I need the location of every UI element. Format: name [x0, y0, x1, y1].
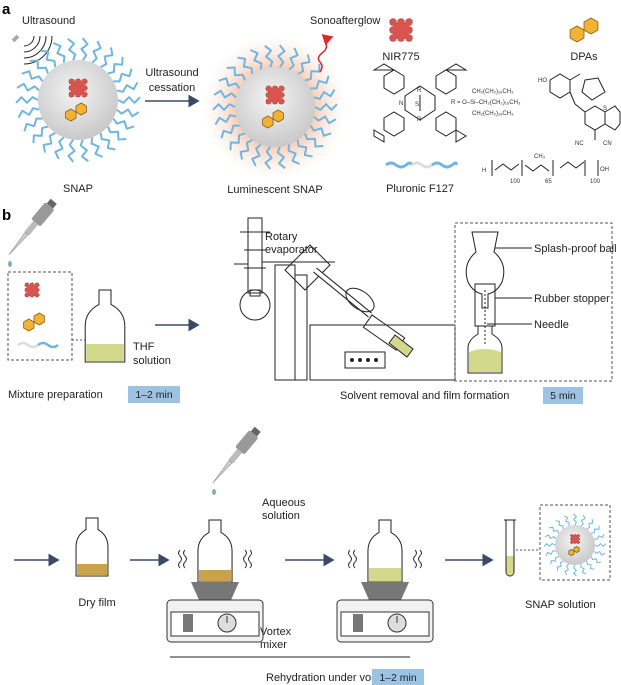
rubber-stopper-label: Rubber stopper: [534, 293, 610, 305]
aqueous-label-1: Aqueous: [262, 497, 306, 509]
dpa-cn: CN: [603, 141, 612, 147]
polymer-ch3: CH₃: [534, 154, 546, 160]
test-tube-icon: [504, 519, 516, 577]
snap-detail-box: [539, 504, 611, 581]
solvent-time-badge: [543, 387, 583, 404]
polymer-oh: OH: [600, 167, 609, 173]
nir775-icon: [389, 18, 413, 42]
pluronic-chain-icon: [385, 161, 458, 169]
dpa-icon: [569, 17, 599, 43]
dry-film-bottle: [75, 517, 109, 577]
vortex-label-1: Vortex: [260, 626, 292, 638]
emission-arrow-icon: [317, 34, 334, 73]
pipette-icon: [212, 426, 261, 495]
luminescent-snap-label: Luminescent SNAP: [227, 184, 322, 196]
thf-label-1: THF: [133, 341, 155, 353]
splash-proof-ball-label: Splash-proof ball: [534, 243, 617, 255]
vortex-label-2: mixer: [260, 639, 287, 651]
dpas-label: DPAs: [570, 51, 598, 63]
pc-r-bottom: R: [417, 117, 422, 123]
components-box: [7, 271, 73, 361]
mixture-preparation-label: Mixture preparation: [8, 389, 103, 401]
snap-label: SNAP: [63, 183, 93, 195]
dpa-ho: HO: [538, 78, 547, 84]
r-group-0: R = O–Si–CH₂(CH₂)₁₆CH₃: [451, 100, 521, 106]
pc-n: N: [399, 101, 403, 107]
panel-b-label: b: [2, 207, 11, 224]
nir775-label: NIR775: [382, 51, 419, 63]
snap-particle: [15, 37, 141, 163]
ultrasound-label: Ultrasound: [22, 15, 75, 27]
snap-solution-label: SNAP solution: [525, 599, 596, 611]
rehydration-time: 1–2 min: [379, 672, 417, 684]
polymer-sub-3: 100: [590, 179, 601, 185]
thf-label-2: solution: [133, 355, 171, 367]
dry-film-label: Dry film: [78, 597, 115, 609]
cessation-label-2: cessation: [149, 82, 195, 94]
polymer-sub-1: 100: [510, 179, 521, 185]
snap-particle: [543, 513, 607, 577]
dpa-s: S: [603, 106, 607, 112]
aqueous-label-2: solution: [262, 510, 300, 522]
rehydration-time-badge: [372, 669, 424, 685]
solvent-time: 5 min: [550, 390, 576, 402]
pluronic-label: Pluronic F127: [386, 183, 454, 195]
polymer-h: H: [482, 168, 486, 174]
cessation-label-1: Ultrasound: [145, 67, 198, 79]
pipette-icon: [8, 198, 57, 267]
panel-a-label: a: [2, 1, 11, 18]
pc-r-top: R: [417, 88, 422, 94]
mixture-time: 1–2 min: [135, 389, 173, 401]
vortex-mixer-with-bottle: [336, 519, 434, 643]
dpa-nc: NC: [575, 141, 584, 147]
polymer-formula: H CH₃ OH 100 65 100: [482, 154, 609, 185]
dpa-structure: [549, 73, 621, 140]
mixture-time-badge: [128, 386, 180, 403]
solvent-removal-label: Solvent removal and film formation: [340, 390, 509, 402]
rehydration-label: Rehydration under vortex: [266, 672, 390, 684]
splash-proof-assembly: [465, 231, 532, 374]
ultrasound-probe-icon: [11, 34, 53, 65]
r-group-2: CH₂(CH₂)₁₆CH₃: [472, 111, 514, 117]
r-group-1: CH₂(CH₂)₁₆CH₃: [472, 89, 514, 95]
luminescent-snap-particle: [212, 44, 338, 170]
polymer-sub-2: 65: [545, 179, 552, 185]
thf-bottle: [84, 289, 126, 363]
rotary-label-2: evaporator: [265, 244, 318, 256]
rotary-label-1: Rotary: [265, 231, 298, 243]
components-icons: [17, 282, 59, 349]
sonoafterglow-label: Sonoafterglow: [310, 15, 380, 27]
nir775-structure: [372, 63, 468, 143]
pc-si: Si: [415, 102, 420, 108]
detail-box: [454, 222, 613, 382]
needle-label: Needle: [534, 319, 569, 331]
vortex-mixer-with-bottle: [166, 519, 264, 643]
